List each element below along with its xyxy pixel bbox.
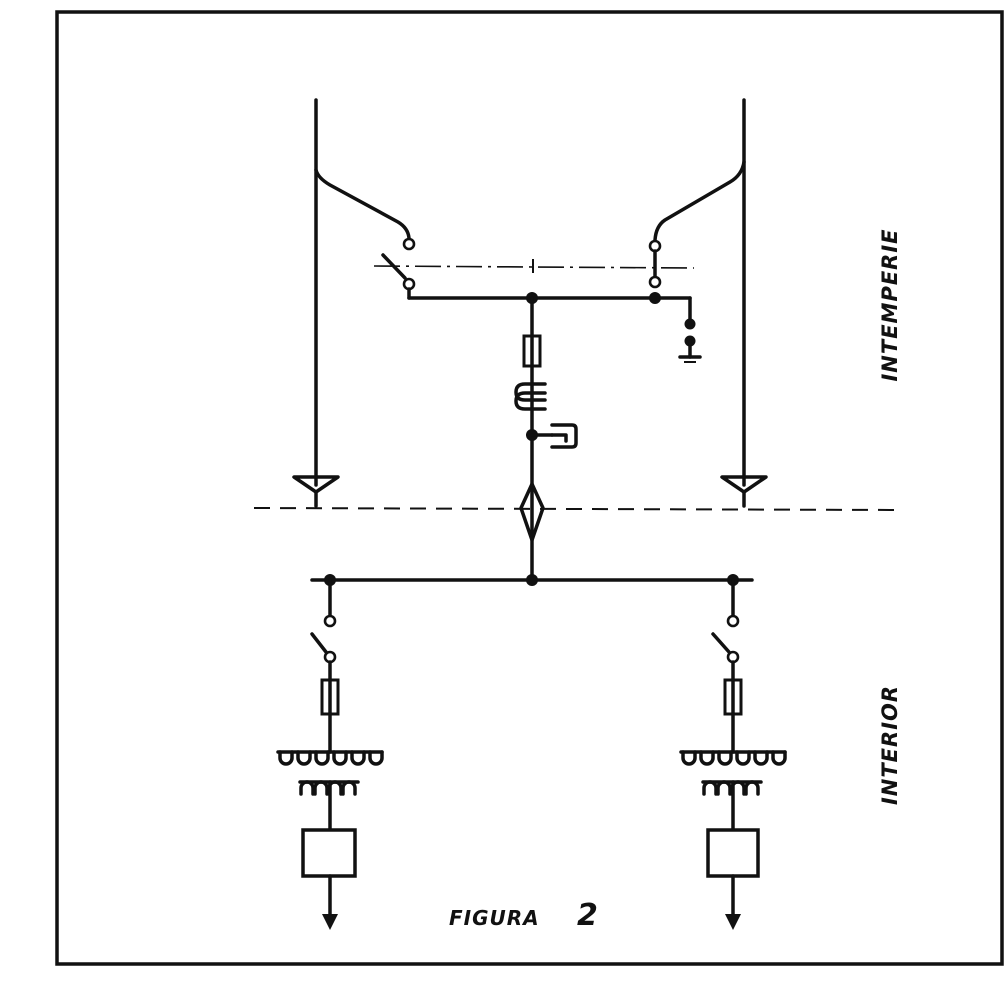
zone-label-outdoor: INTEMPERIE	[878, 228, 902, 381]
figure-frame	[55, 10, 1004, 966]
voltage-transformer-icon	[526, 423, 578, 449]
right-output-arrow-icon	[725, 914, 741, 930]
left-output-arrow-icon	[322, 914, 338, 930]
zone-label-indoor: INTERIOR	[878, 685, 902, 805]
left-branch-fuse-icon	[320, 678, 340, 716]
left-branch	[276, 578, 384, 930]
left-branch-switch-icon	[310, 632, 337, 664]
right-incoming-line	[648, 98, 746, 487]
right-branch	[679, 578, 787, 930]
figure-caption-word: FIGURA	[449, 906, 540, 930]
current-transformer-icon	[514, 382, 547, 411]
left-load-box	[301, 828, 357, 878]
outdoor-fuse-icon	[522, 334, 542, 368]
figure-caption-number: 2	[577, 898, 598, 933]
right-surge-arrester-icon	[720, 475, 768, 508]
left-incoming-line	[314, 98, 416, 487]
right-disconnect-switch-icon	[648, 249, 662, 289]
outdoor-indoor-boundary	[253, 507, 901, 511]
left-surge-arrester-icon	[292, 475, 340, 508]
right-branch-switch-icon	[711, 632, 740, 664]
right-load-box	[706, 828, 760, 878]
wall-bushing-icon	[519, 482, 545, 542]
ganged-switch-link	[373, 265, 695, 269]
earthing-switch-icon	[684, 296, 696, 359]
ground-icon	[678, 355, 702, 363]
right-transformer-icon	[679, 750, 787, 796]
left-disconnect-switch-icon	[381, 253, 416, 300]
outdoor-bus	[407, 292, 692, 304]
indoor-bus	[310, 574, 754, 586]
right-branch-fuse-icon	[723, 678, 743, 716]
